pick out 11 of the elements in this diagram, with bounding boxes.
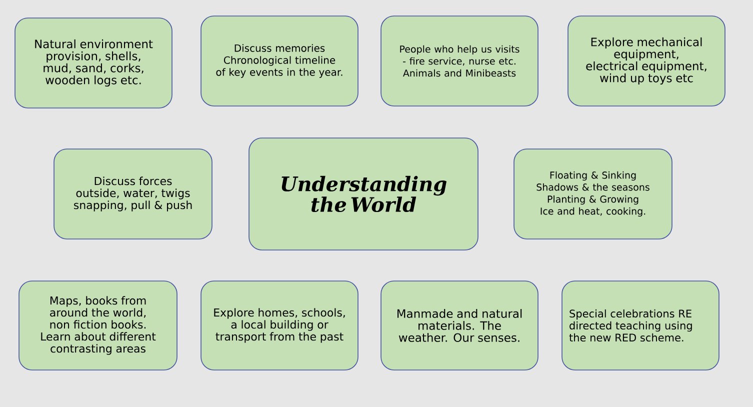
- topic-box: People who help us visits - fire service, nurse etc. Animals and Minibeasts: [380, 16, 538, 106]
- topic-box: Manmade and natural materials. The weather. Our senses.: [380, 280, 538, 370]
- topic-box: Floating & Sinking Shadows & the seasons Planting & Growing Ice and heat, cooking.: [514, 148, 672, 240]
- topic-box: Special celebrations RE directed teaching using the new RED scheme.: [562, 280, 720, 370]
- title-box: Understanding the World: [248, 138, 478, 250]
- topic-box: Discuss forces outside, water, twigs snapping, pull & push: [54, 148, 212, 240]
- topic-box: Maps, books from around the world, non fiction books. Learn about different contrasting areas: [18, 280, 178, 370]
- topic-box: Natural environment provision, shells, mud, sand, corks, wooden logs etc.: [14, 18, 172, 108]
- topic-box: Explore mechanical equipment, electrical equipment, wind up toys etc: [568, 16, 726, 106]
- topic-box: Explore homes, schools, a local building or transport from the past: [200, 280, 358, 370]
- topic-box: Discuss memories Chronological timeline of key events in the year.: [200, 16, 358, 106]
